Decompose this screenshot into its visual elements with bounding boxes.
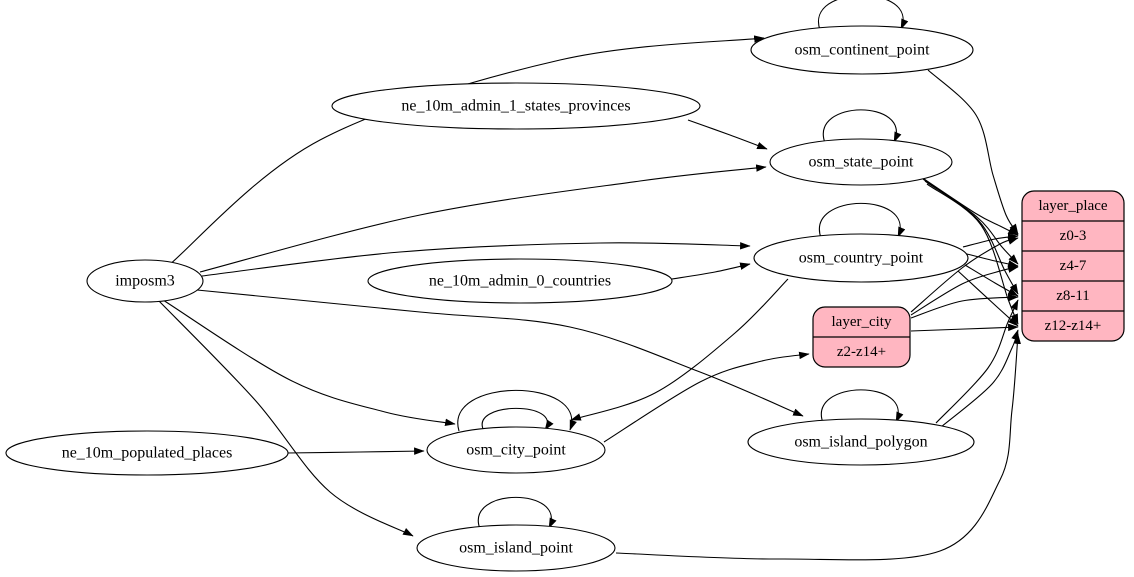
edge-osm_country_point-layer_place-z12-z14+ — [957, 270, 1019, 327]
node-shape-imposm3 — [86, 259, 204, 303]
edge-layer_city-layer_place-z8-11 — [910, 293, 1019, 319]
node-label-imposm3: imposm3 — [115, 273, 175, 290]
edge-osm_city_point-osm_city_point-self — [457, 389, 577, 432]
edge-imposm3-osm_island_point — [157, 299, 414, 537]
edge-osm_island_polygon-osm_island_polygon-self — [820, 389, 904, 424]
edge-imposm3-osm_island_polygon — [196, 289, 804, 417]
edge-osm_country_point-layer_place-z4-7 — [966, 253, 1019, 268]
record-row-layer_place-z12-z14+: z12-z14+ — [1045, 318, 1102, 334]
edge-osm_state_point-layer_place-z12-z14+ — [926, 183, 1019, 325]
record-row-layer_place-z0-3: z0-3 — [1060, 228, 1087, 244]
node-label-ne_10m_populated_places: ne_10m_populated_places — [62, 445, 233, 462]
edge-imposm3-osm_state_point — [199, 164, 767, 273]
node-osm_state_point: osm_state_point — [769, 138, 953, 186]
node-label-osm_state_point: osm_state_point — [809, 154, 914, 171]
node-osm_continent_point: osm_continent_point — [750, 25, 974, 75]
node-shape-osm_continent_point — [750, 25, 974, 75]
edge-osm_state_point-layer_place-z0-3 — [920, 176, 1019, 236]
edge-imposm3-osm_country_point — [201, 242, 751, 277]
node-ne_10m_admin_0_countries: ne_10m_admin_0_countries — [367, 258, 673, 304]
node-osm_country_point: osm_country_point — [753, 233, 969, 283]
nodes-layer: imposm3 ne_10m_admin_1_states_provincesne… — [5, 25, 1125, 572]
node-shape-osm_country_point — [753, 233, 969, 283]
edge-osm_country_point-osm_country_point-self — [818, 202, 906, 239]
node-ne_10m_admin_1_states_provinces: ne_10m_admin_1_states_provinces — [331, 82, 701, 130]
node-shape-osm_state_point — [769, 138, 953, 186]
edge-osm_country_point-layer_place-z0-3 — [962, 233, 1019, 248]
record-layer_city: layer_city z2-z14+ — [812, 306, 911, 368]
record-shape-layer_place — [1021, 190, 1125, 342]
edge-imposm3-osm_city_point — [162, 299, 456, 427]
node-imposm3: imposm3 — [86, 259, 204, 303]
edge-osm_state_point-osm_state_point-self — [822, 109, 902, 144]
node-shape-osm_island_point — [416, 524, 616, 572]
record-row-layer_place-z4-7: z4-7 — [1060, 258, 1087, 274]
edge-ne_10m_populated_places-osm_city_point — [286, 447, 425, 455]
node-label-ne_10m_admin_0_countries: ne_10m_admin_0_countries — [429, 273, 611, 290]
node-osm_island_polygon: osm_island_polygon — [747, 418, 975, 466]
node-shape-ne_10m_populated_places — [5, 430, 289, 476]
node-label-ne_10m_admin_1_states_provinces: ne_10m_admin_1_states_provinces — [401, 98, 630, 115]
edge-osm_continent_point-layer_place-z0-3 — [927, 69, 1019, 235]
edge-osm_island_point-osm_island_point-self — [477, 496, 557, 530]
edge-layer_city-layer_place-z4-7 — [910, 265, 1019, 316]
edge-osm_city_point-osm_city_point-self — [481, 407, 554, 432]
node-osm_island_point: osm_island_point — [416, 524, 616, 572]
edge-osm_island_polygon-layer_place-z8-11 — [935, 299, 1019, 424]
edge-osm_country_point-layer_place-z8-11 — [964, 264, 1019, 297]
edge-ne_10m_admin_0_countries-osm_country_point — [671, 262, 751, 280]
record-row-layer_city-z2-z14+: z2-z14+ — [837, 344, 886, 360]
edge-osm_city_point-layer_city-z2-z14+ — [603, 351, 810, 443]
record-layer_place: layer_place z0-3 z4-7 z8-11 z12-z14+ — [1021, 190, 1125, 342]
node-osm_city_point: osm_city_point — [426, 426, 606, 474]
edge-osm_country_point-osm_city_point — [570, 278, 789, 421]
node-label-osm_island_point: osm_island_point — [459, 540, 573, 557]
edges-layer — [157, 0, 1021, 561]
edge-layer_city-layer_place-z0-3 — [910, 237, 1019, 313]
edge-osm_island_point-layer_place-z12-z14+ — [615, 333, 1021, 561]
edge-ne_10m_admin_1_states_provinces-osm_state_point — [687, 119, 768, 150]
node-shape-ne_10m_admin_1_states_provinces — [331, 82, 701, 130]
node-label-osm_city_point: osm_city_point — [466, 442, 566, 459]
node-label-osm_continent_point: osm_continent_point — [794, 42, 930, 59]
record-row-layer_place-z8-11: z8-11 — [1056, 288, 1090, 304]
node-shape-ne_10m_admin_0_countries — [367, 258, 673, 304]
node-shape-osm_island_polygon — [747, 418, 975, 466]
node-shape-osm_city_point — [426, 426, 606, 474]
node-ne_10m_populated_places: ne_10m_populated_places — [5, 430, 289, 476]
node-label-osm_country_point: osm_country_point — [799, 250, 924, 267]
node-label-osm_island_polygon: osm_island_polygon — [794, 434, 927, 451]
edge-imposm3-osm_continent_point — [167, 35, 765, 267]
record-header-layer_place: layer_place — [1038, 198, 1107, 214]
edge-layer_city-layer_place-z12-z14+ — [910, 323, 1019, 332]
record-header-layer_city: layer_city — [832, 314, 892, 330]
edge-osm_continent_point-osm_continent_point-self — [817, 0, 909, 31]
edge-osm_state_point-layer_place-z8-11 — [924, 180, 1019, 295]
